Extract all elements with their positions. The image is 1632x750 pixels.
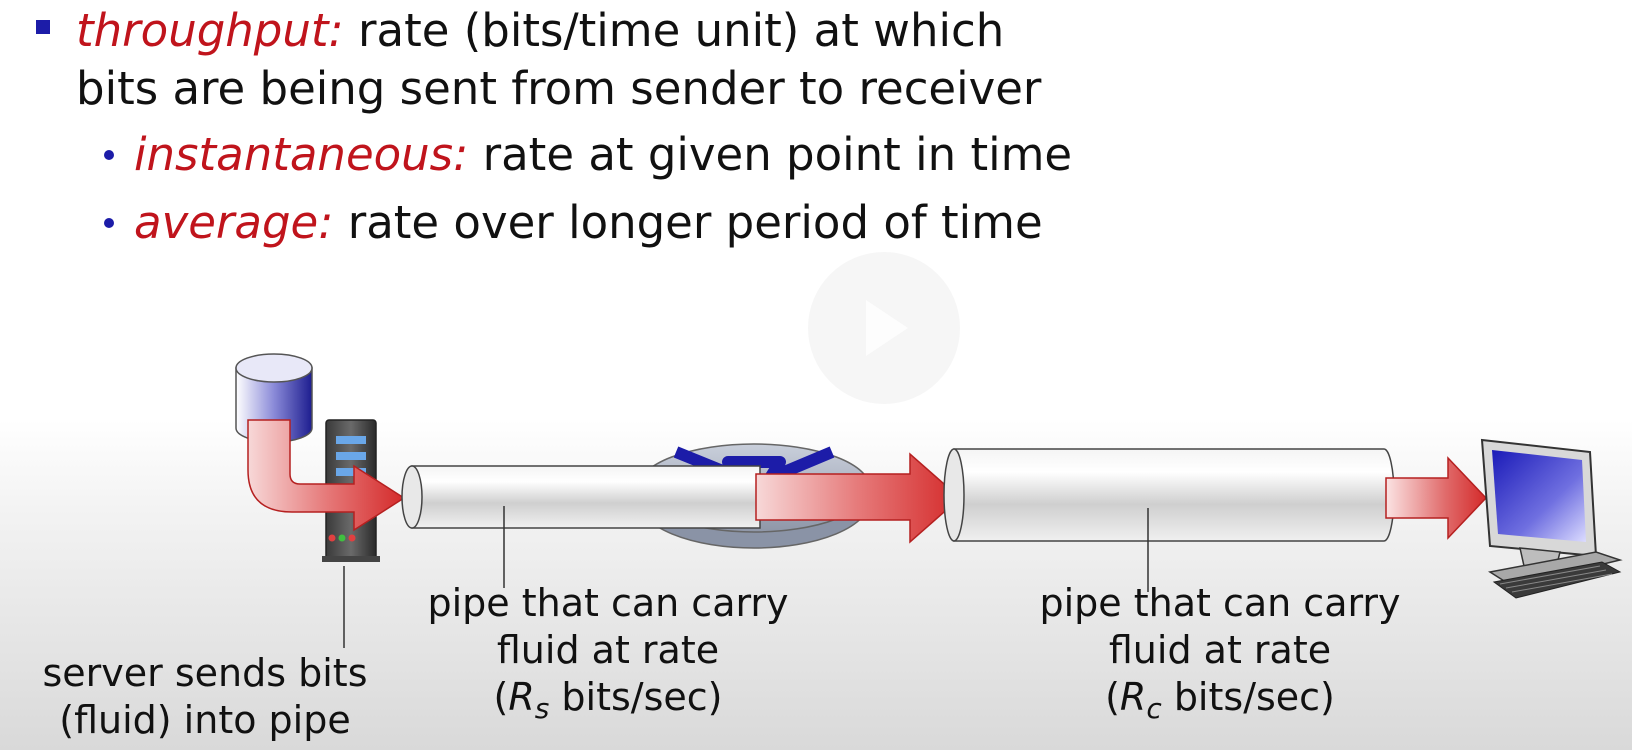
- term-instantaneous: instantaneous:: [134, 128, 469, 181]
- dot-bullet-icon: [104, 218, 114, 228]
- term-throughput: throughput:: [76, 4, 344, 57]
- sub-bullet-average: average: rate over longer period of time: [134, 196, 1043, 250]
- bullet-throughput-line1: throughput: rate (bits/time unit) at whi…: [76, 4, 1004, 58]
- instantaneous-definition: rate at given point in time: [482, 128, 1073, 181]
- sub-bullet-instantaneous: instantaneous: rate at given point in ti…: [134, 128, 1072, 182]
- pipe-rs: [401, 465, 761, 529]
- caption-pipe-rc: pipe that can carry fluid at rate (Rc bi…: [1030, 580, 1410, 732]
- term-average: average:: [134, 196, 334, 249]
- computer-icon: [1480, 438, 1623, 599]
- throughput-definition-part1: rate (bits/time unit) at which: [358, 4, 1005, 57]
- play-icon[interactable]: [808, 252, 960, 404]
- caption-pipe-rc-rate: (Rc bits/sec): [1105, 675, 1335, 725]
- arrow-pipe1-to-pipe2: [755, 452, 962, 544]
- caption-pipe-rs: pipe that can carry fluid at rate (Rs bi…: [418, 580, 798, 732]
- caption-server-line2: (fluid) into pipe: [59, 698, 351, 742]
- caption-pipe-rs-rate: (Rs bits/sec): [493, 675, 723, 725]
- average-definition: rate over longer period of time: [347, 196, 1043, 249]
- caption-server: server sends bits (fluid) into pipe: [30, 650, 380, 744]
- caption-server-line1: server sends bits: [42, 651, 368, 695]
- pipe-rc: [943, 448, 1395, 542]
- caption-pipe-rc-line1: pipe that can carry: [1039, 581, 1401, 625]
- arrow-pipe2-to-client: [1385, 456, 1488, 540]
- caption-pipe-rc-line2: fluid at rate: [1108, 628, 1332, 672]
- square-bullet-icon: [36, 20, 50, 34]
- bullet-throughput-line2: bits are being sent from sender to recei…: [76, 62, 1042, 115]
- caption-pipe-rs-line2: fluid at rate: [496, 628, 720, 672]
- caption-pipe-rs-line1: pipe that can carry: [427, 581, 789, 625]
- dot-bullet-icon: [104, 150, 114, 160]
